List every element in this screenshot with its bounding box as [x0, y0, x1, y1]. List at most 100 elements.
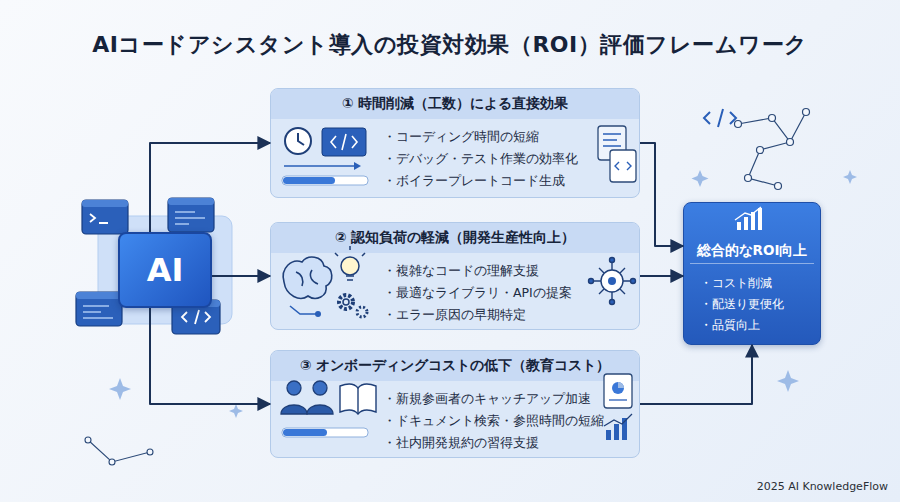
constellation — [85, 437, 153, 465]
bar-chart-icon-part — [606, 430, 611, 440]
code-window — [168, 198, 214, 232]
ai-label: AI — [120, 234, 210, 306]
code-window-part — [168, 198, 214, 205]
sparkle-part — [109, 378, 131, 400]
effect-box: ① 時間削減（工数）による直接効果・コーディング時間の短縮・デバッグ・テスト作業… — [270, 88, 640, 198]
flow-arrow — [212, 275, 270, 277]
code-window-part — [82, 200, 128, 207]
gear-icon-part — [339, 295, 353, 309]
sparkle-part — [692, 170, 709, 187]
constellation-part — [803, 109, 810, 116]
constellation-part — [109, 459, 115, 465]
code-window-part — [82, 200, 128, 234]
roi-chart-icon-part — [737, 222, 741, 230]
report-icon-part — [618, 382, 624, 388]
people-icon-part — [281, 405, 307, 414]
brain-icon — [283, 257, 332, 317]
constellation-part — [757, 147, 764, 154]
result-box: 総合的なROI向上・コスト削減・配送り更便化・品質向上 — [683, 202, 821, 345]
code-symbol-part — [704, 109, 736, 127]
report-icon-part — [612, 382, 624, 394]
box-heading: ② 認知負荷の軽減（開発生産性向上） — [271, 223, 639, 253]
speed-arrow-part — [284, 165, 354, 167]
book-icon — [340, 384, 376, 414]
document-icon-part — [603, 134, 621, 146]
gear-icon-part — [357, 307, 367, 317]
box-heading: ① 時間削減（工数）による直接効果 — [271, 89, 639, 119]
flow-arrow — [150, 308, 270, 404]
constellation-part — [147, 449, 153, 455]
progress-bar — [282, 176, 368, 185]
constellation-part — [735, 121, 742, 128]
progress-bar — [282, 428, 368, 437]
brain-icon-part — [296, 270, 318, 286]
code-window-part — [76, 292, 122, 326]
code-window-part — [168, 198, 214, 232]
bullet-item: ・社内開発規約の習得支援 — [383, 435, 623, 451]
network-icon-part — [601, 270, 623, 292]
flow-arrow — [150, 143, 270, 232]
code-window-part — [90, 214, 108, 223]
document-icon-part — [615, 162, 631, 170]
report-icon-part — [604, 374, 632, 408]
box-heading: ③ オンボーディングコストの低下（教育コスト） — [271, 351, 639, 381]
people-icon-part — [313, 381, 327, 395]
gear-icon — [339, 295, 367, 317]
code-window-icon-part — [322, 128, 366, 156]
bar-chart-icon-part — [622, 418, 627, 440]
bar-chart-icon-part — [604, 414, 632, 426]
code-window-icon — [322, 128, 366, 156]
sparkle — [109, 170, 857, 418]
people-icon-part — [287, 381, 301, 395]
effect-box: ② 認知負荷の軽減（開発生産性向上） ・複雑なコードの理解支援・最適なライブラリ・… — [270, 222, 640, 330]
ai-backing-part — [98, 216, 232, 324]
constellation-part — [738, 112, 806, 186]
footer-credit: 2025 AI KnowledgeFlow — [757, 480, 888, 493]
clock-icon-part — [285, 128, 311, 154]
roi-chart-icon-part — [735, 207, 761, 220]
progress-bar-part — [283, 177, 335, 184]
bullet-item: ・複雑なコードの理解支援 — [383, 263, 623, 279]
flow-arrow — [640, 143, 683, 246]
result-item: ・コスト削減 — [700, 275, 816, 291]
sparkle-part — [843, 170, 857, 184]
code-window — [82, 200, 128, 234]
document-icon — [598, 126, 636, 182]
roi-chart-icon-part — [744, 217, 748, 230]
brain-icon-part — [315, 311, 321, 317]
network-icon-part — [608, 277, 616, 285]
ai-core-box: AI — [118, 232, 212, 308]
report-icon — [604, 374, 632, 408]
speed-arrow — [284, 162, 361, 170]
network-icon-part — [631, 279, 636, 284]
code-window-part — [83, 306, 113, 318]
result-heading: 総合的なROI向上 — [690, 239, 814, 264]
code-symbol — [704, 109, 736, 127]
bullet-item: ・最適なライブラリ・APIの提案 — [383, 285, 623, 301]
brain-icon-part — [283, 257, 332, 298]
bullet-item: ・デバッグ・テスト作業の効率化 — [383, 151, 623, 167]
flow-arrow — [640, 275, 683, 277]
bullet-item: ・ドキュメント検索・参照時間の短縮 — [383, 413, 623, 429]
clock-icon — [285, 128, 311, 154]
constellation-part — [787, 139, 794, 146]
bullet-item: ・ボイラープレートコード生成 — [383, 173, 623, 189]
network-icon-part — [593, 262, 631, 300]
bulb-icon-part — [341, 257, 359, 275]
book-icon-part — [340, 384, 376, 414]
constellation-part — [775, 183, 782, 190]
bullet-item: ・エラー原因の早期特定 — [383, 307, 623, 323]
progress-bar-part — [282, 428, 368, 437]
flow-arrow — [640, 345, 752, 404]
code-window-icon-part — [331, 134, 357, 150]
code-window-part — [76, 292, 122, 299]
brain-icon-part — [290, 306, 316, 314]
bullet-item: ・コーディング時間の短縮 — [383, 129, 623, 145]
book-icon-part — [357, 388, 358, 414]
bulb-icon — [335, 246, 365, 280]
progress-bar-part — [283, 429, 327, 436]
constellation-part — [769, 115, 776, 122]
constellation-part — [745, 175, 752, 182]
sparkle-part — [229, 404, 243, 418]
